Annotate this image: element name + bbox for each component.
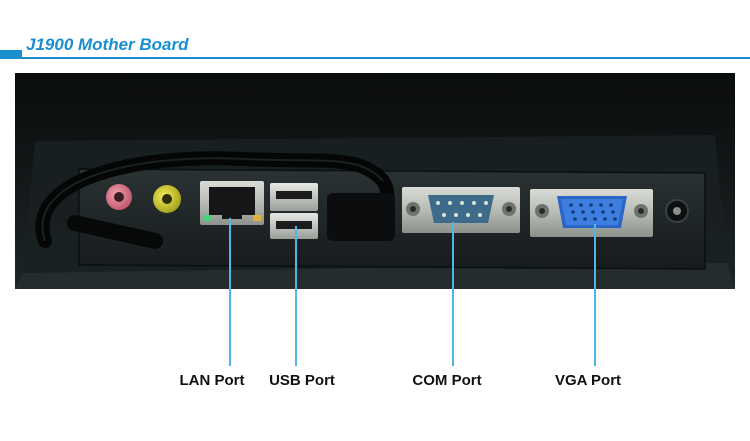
- header: J1900 Mother Board: [0, 0, 750, 62]
- header-accent-marker: [0, 50, 22, 59]
- rear-io-panel-photo: [15, 73, 735, 289]
- usb-port-label: USB Port: [269, 372, 335, 389]
- usb-port-leader: [295, 226, 297, 366]
- vga-port-label: VGA Port: [554, 372, 622, 389]
- cable-plug: [327, 193, 395, 241]
- com-port-label: COM Port: [412, 372, 482, 389]
- page-title: J1900 Mother Board: [26, 35, 189, 54]
- lan-port-leader: [229, 218, 231, 366]
- com-port-leader: [452, 222, 454, 366]
- lan-port-label: LAN Port: [179, 372, 245, 389]
- vga-port-leader: [594, 224, 596, 366]
- header-underline: [22, 57, 750, 59]
